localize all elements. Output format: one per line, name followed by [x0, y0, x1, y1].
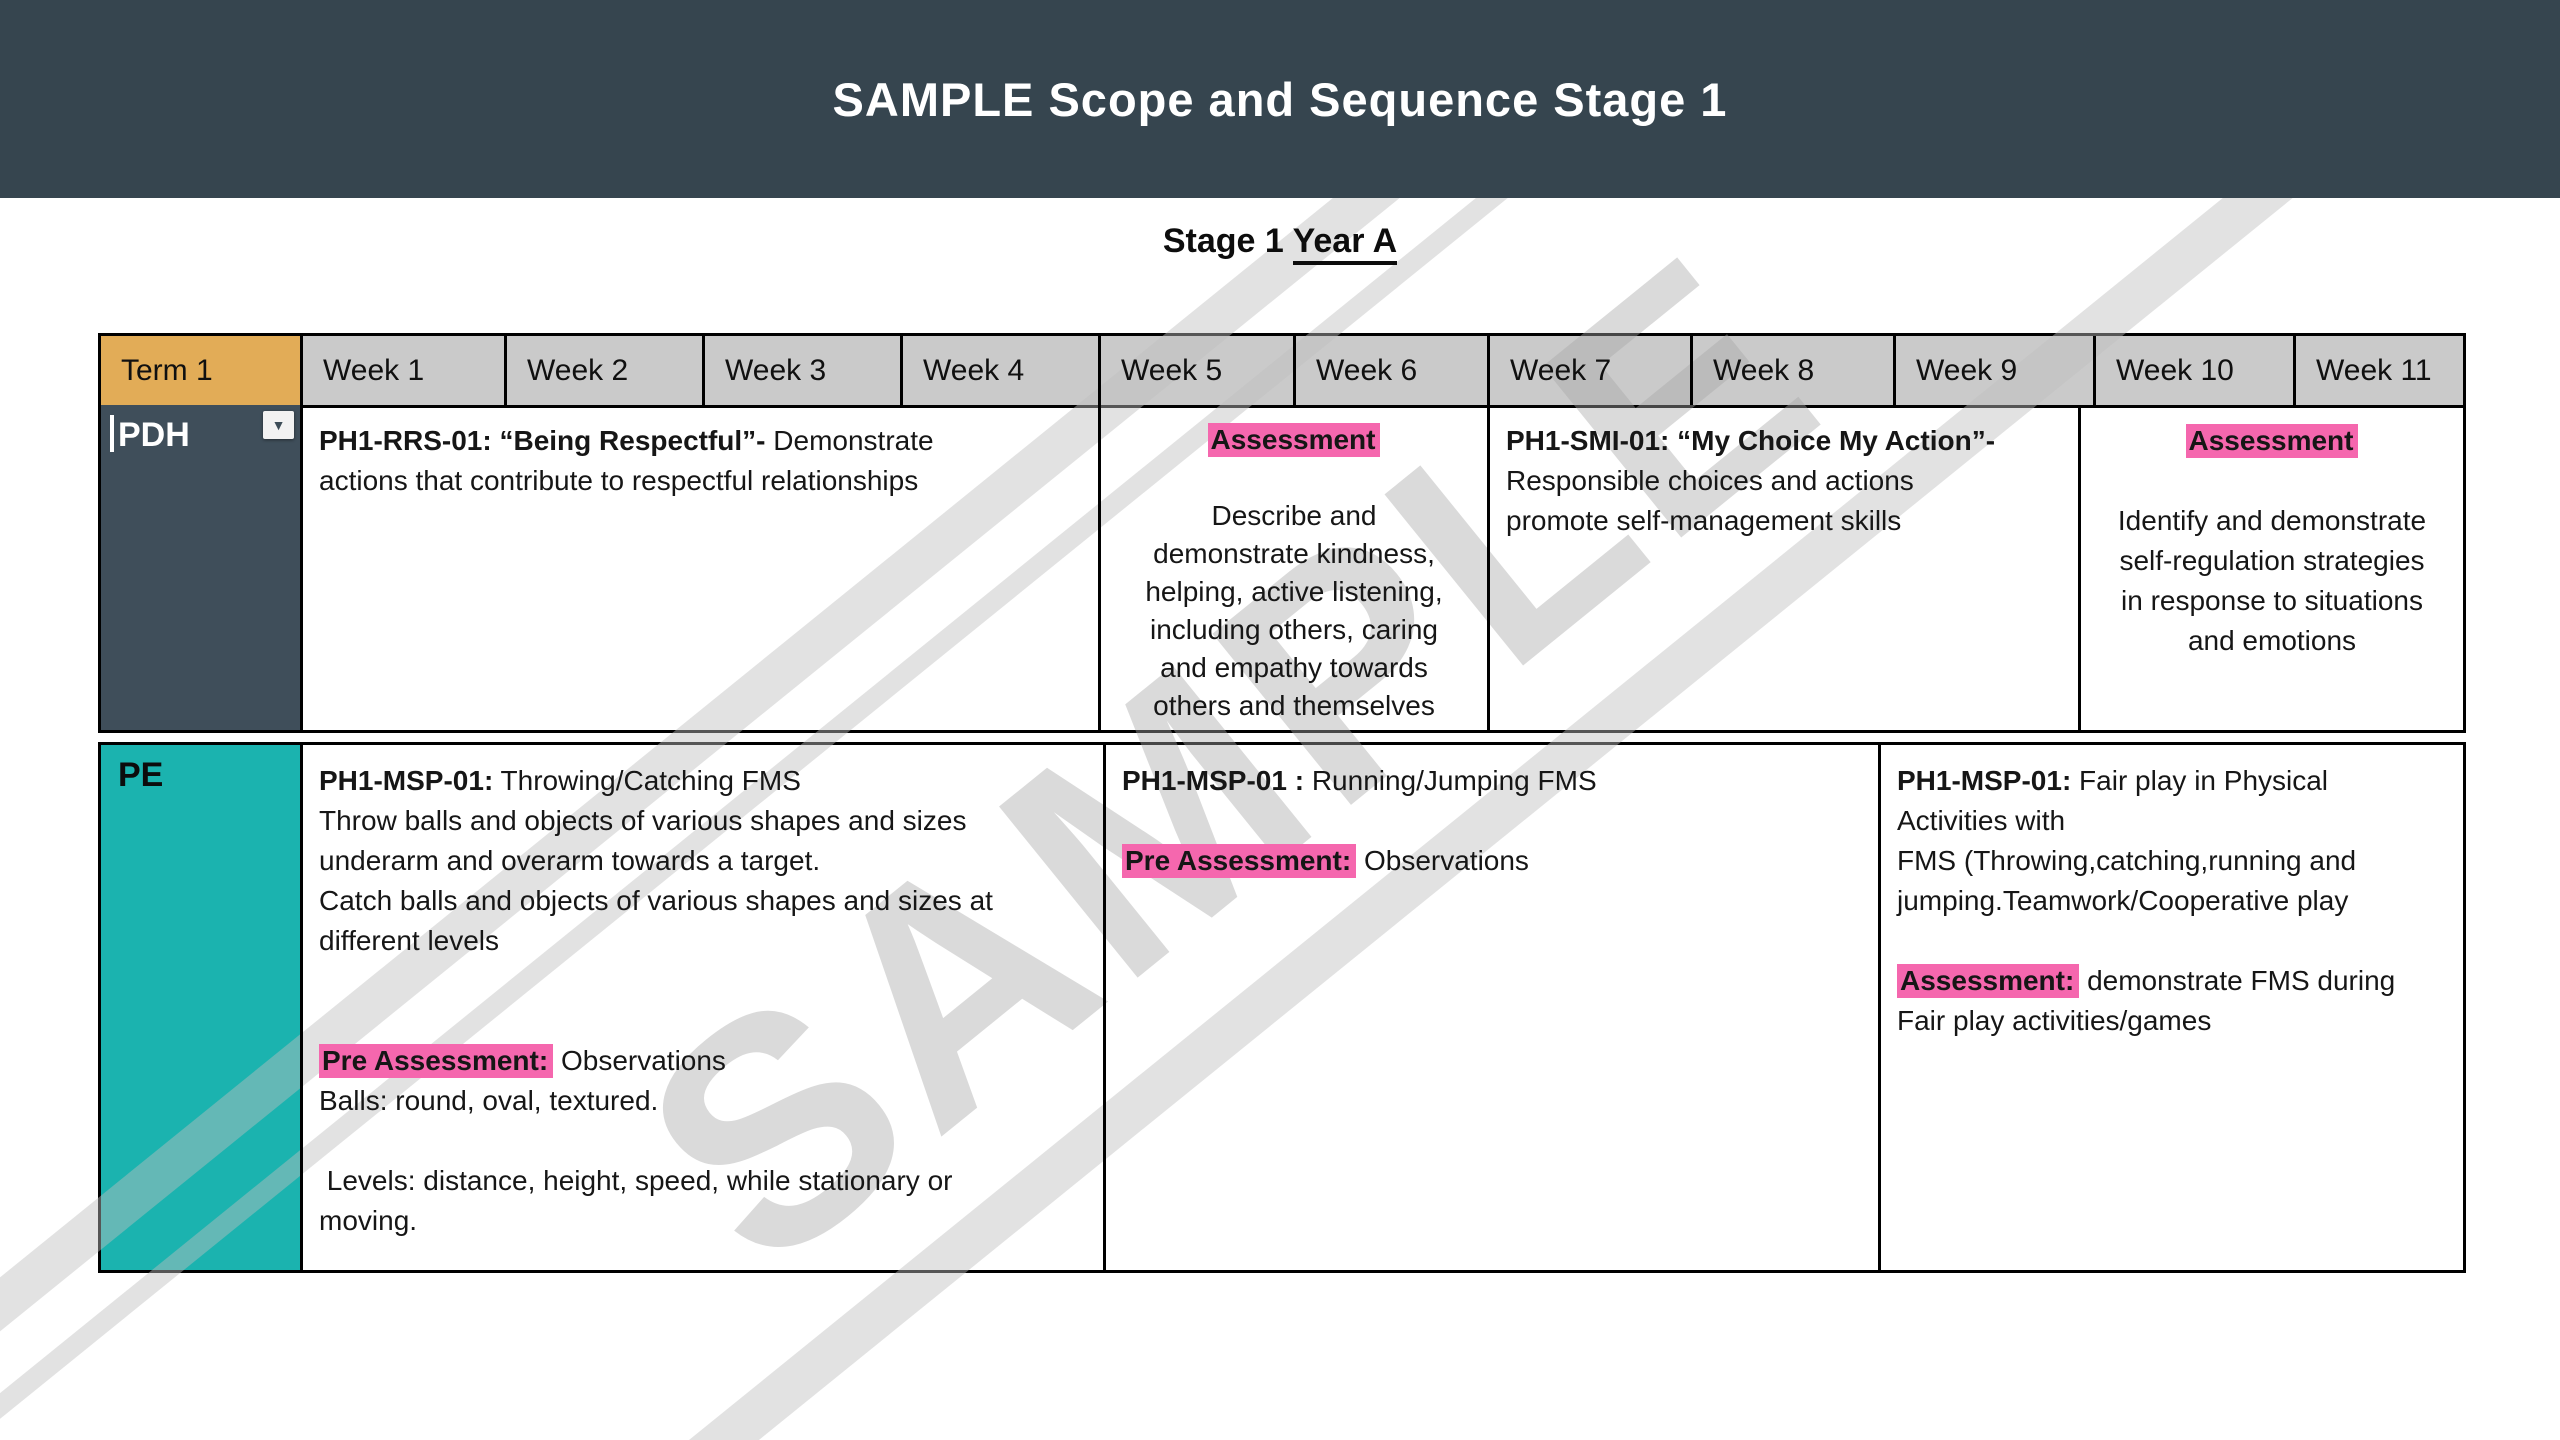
pdh-row: PDH ▼ PH1-RRS-01: “Being Respectful”- De…: [98, 402, 2466, 733]
pe-weeks5-8-cell[interactable]: PH1-MSP-01 : Running/Jumping FMS Pre Ass…: [1122, 765, 1597, 878]
header-cell-week-4[interactable]: Week 4: [923, 353, 1025, 387]
column-divider: [1893, 336, 1896, 405]
term-cell-background: [101, 336, 300, 405]
column-divider: [1103, 745, 1106, 1270]
title-banner: SAMPLE Scope and Sequence Stage 1: [0, 0, 2560, 198]
dropdown-button[interactable]: ▼: [263, 411, 294, 439]
header-cell-week-6[interactable]: Week 6: [1316, 353, 1418, 387]
column-divider: [702, 336, 705, 405]
header-cell-week-8[interactable]: Week 8: [1713, 353, 1815, 387]
column-divider: [300, 405, 303, 730]
pe-row-label[interactable]: PE: [118, 756, 164, 794]
text-cursor: [110, 415, 114, 452]
header-cell-term-1[interactable]: Term 1: [121, 353, 213, 387]
header-cell-week-11[interactable]: Week 11: [2316, 353, 2432, 387]
weeks-background: [300, 336, 2463, 405]
column-divider: [1098, 336, 1101, 405]
column-divider: [1293, 336, 1296, 405]
header-cell-week-1[interactable]: Week 1: [323, 353, 425, 387]
header-cell-week-9[interactable]: Week 9: [1916, 353, 2018, 387]
column-divider: [1098, 405, 1101, 730]
column-divider: [2078, 405, 2081, 730]
pdh-row-label[interactable]: PDH: [118, 416, 190, 454]
header-cell-week-10[interactable]: Week 10: [2116, 353, 2234, 387]
chevron-down-icon: ▼: [271, 417, 286, 433]
subtitle-prefix: Stage 1: [1162, 222, 1293, 260]
subtitle: Stage 1 Year A: [0, 222, 2560, 265]
column-divider: [1878, 745, 1881, 1270]
pdh-weeks1-4-cell[interactable]: PH1-RRS-01: “Being Respectful”- Demonstr…: [319, 425, 934, 496]
column-divider: [504, 336, 507, 405]
column-divider: [900, 336, 903, 405]
pdh-label-background: [101, 405, 300, 730]
column-divider: [300, 745, 303, 1270]
subtitle-year: Year A: [1292, 222, 1398, 265]
column-divider: [1690, 336, 1693, 405]
pe-label-background: [101, 745, 300, 1270]
header-cell-week-5[interactable]: Week 5: [1121, 353, 1223, 387]
column-divider: [300, 336, 303, 405]
column-divider: [2093, 336, 2096, 405]
table-header-row: Term 1 Week 1 Week 2 Week 3 Week 4 Week …: [98, 333, 2466, 408]
column-divider: [1487, 336, 1490, 405]
header-cell-week-7[interactable]: Week 7: [1510, 353, 1612, 387]
column-divider: [1487, 405, 1490, 730]
page-title: SAMPLE Scope and Sequence Stage 1: [832, 72, 1728, 126]
header-cell-week-3[interactable]: Week 3: [725, 353, 827, 387]
header-cell-week-2[interactable]: Week 2: [527, 353, 629, 387]
column-divider: [2293, 336, 2296, 405]
pdh-weeks7-9-cell[interactable]: PH1-SMI-01: “My Choice My Action”-Respon…: [1506, 425, 1996, 536]
